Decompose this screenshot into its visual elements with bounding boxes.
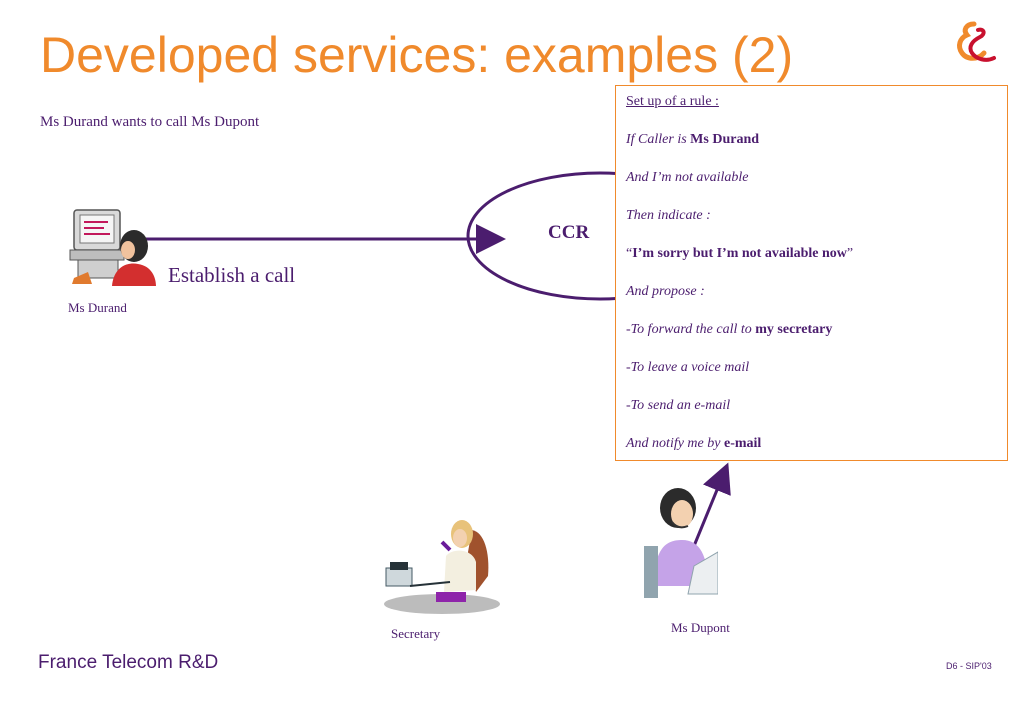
caller-caption: Ms Durand [68,300,127,315]
rule-box: Set up of a rule : If Caller is Ms Duran… [615,85,1008,461]
rule-message: I’m sorry but I’m not available now [632,246,847,261]
rule-condition-line: And I’m not available [626,169,997,207]
notify-arrow [692,462,731,547]
rule-condition: And I’m not available [626,170,749,185]
rule-option3-dash: - [626,398,631,413]
slide-title: Developed services: examples (2) [40,27,794,83]
ccr-label: CCR [548,222,590,243]
rule-then: Then indicate : [626,208,711,223]
rule-heading-line: Set up of a rule : [626,93,997,131]
rule-option2-text: To leave a voice mail [630,360,750,375]
rule-option-voicemail: -To leave a voice mail [626,359,997,397]
rule-quote-open: “ [626,246,633,261]
rule-option1-dash: - [626,322,631,337]
rule-option1-text: To forward the call to [630,322,756,337]
rule-propose-line: And propose : [626,283,997,321]
secretary-caption: Secretary [391,626,441,641]
rule-option1-target: my secretary [755,322,833,337]
rule-notify-channel: e-mail [723,436,762,451]
callee-caption: Ms Dupont [671,620,730,635]
france-telecom-logo [957,21,996,62]
scenario-description: Ms Durand wants to call Ms Dupont [40,114,260,130]
rule-notify-line: And notify me by e-mail [626,435,997,473]
rule-notify-text: And notify me by [626,436,724,451]
rule-caller-name: Ms Durand [690,132,760,147]
callee-with-headset-illustration [644,488,718,598]
footer-company: France Telecom R&D [38,652,219,673]
rule-message-line: “I’m sorry but I’m not available now” [626,245,997,283]
rule-then-line: Then indicate : [626,207,997,245]
secretary-on-phone-illustration [384,520,500,614]
footer-slide-ref: D6 - SIP'03 [946,661,992,671]
rule-quote-close: ” [846,246,854,261]
rule-option-email: -To send an e-mail [626,397,997,435]
rule-option2-dash: - [626,360,631,375]
establish-call-label: Establish a call [168,263,296,287]
rule-propose: And propose : [626,284,705,299]
rule-option-forward: -To forward the call to my secretary [626,321,997,359]
rule-heading: Set up of a rule : [626,94,719,109]
rule-caller-line: If Caller is Ms Durand [626,131,997,169]
rule-caller-prefix: If Caller is [626,132,691,147]
caller-at-computer-illustration [69,209,156,286]
rule-option3-text: To send an e-mail [630,398,731,413]
